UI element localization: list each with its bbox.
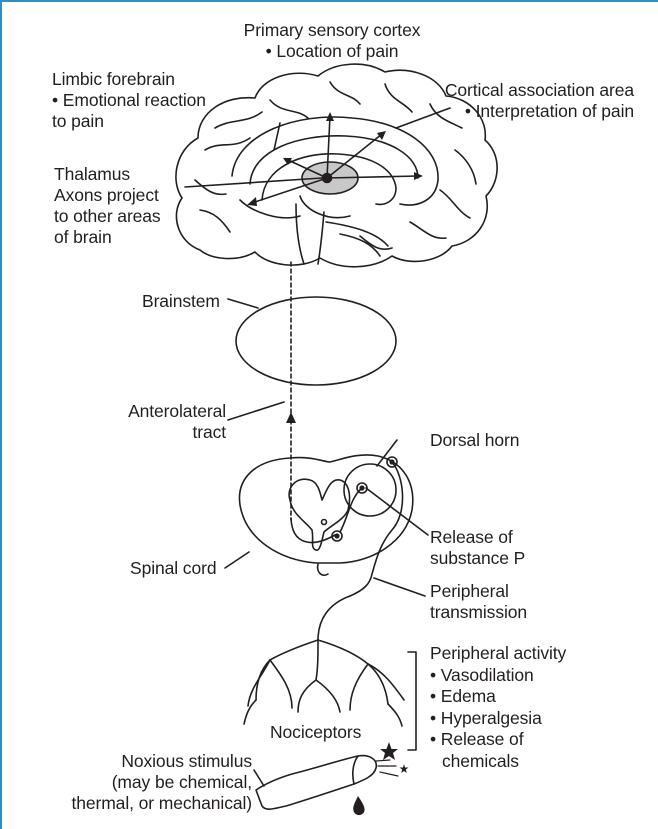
- label-anterolateral-tract: Anterolateral tract: [100, 401, 226, 443]
- label-thalamus: Thalamus Axons project to other areas of…: [54, 164, 161, 248]
- label-peripheral-activity: Peripheral activity • Vasodilation • Ede…: [430, 643, 566, 772]
- label-brainstem: Brainstem: [142, 291, 220, 312]
- star-shape: [380, 742, 398, 760]
- label-cortical-association-area: Cortical association area • Interpretati…: [410, 80, 634, 122]
- label-dorsal-horn: Dorsal horn: [430, 430, 519, 451]
- label-primary-sensory-cortex: Primary sensory cortex • Location of pai…: [212, 20, 452, 62]
- drop-shape: [353, 796, 364, 815]
- brainstem-shape: [236, 297, 396, 385]
- label-peripheral-transmission: Peripheral transmission: [430, 581, 527, 623]
- label-spinal-cord: Spinal cord: [130, 558, 216, 579]
- label-noxious-stimulus: Noxious stimulus (may be chemical, therm…: [40, 751, 252, 814]
- label-limbic-forebrain: Limbic forebrain • Emotional reaction to…: [52, 69, 206, 132]
- label-nociceptors: Nociceptors: [270, 722, 361, 743]
- label-substance-p: Release of substance P: [430, 527, 525, 569]
